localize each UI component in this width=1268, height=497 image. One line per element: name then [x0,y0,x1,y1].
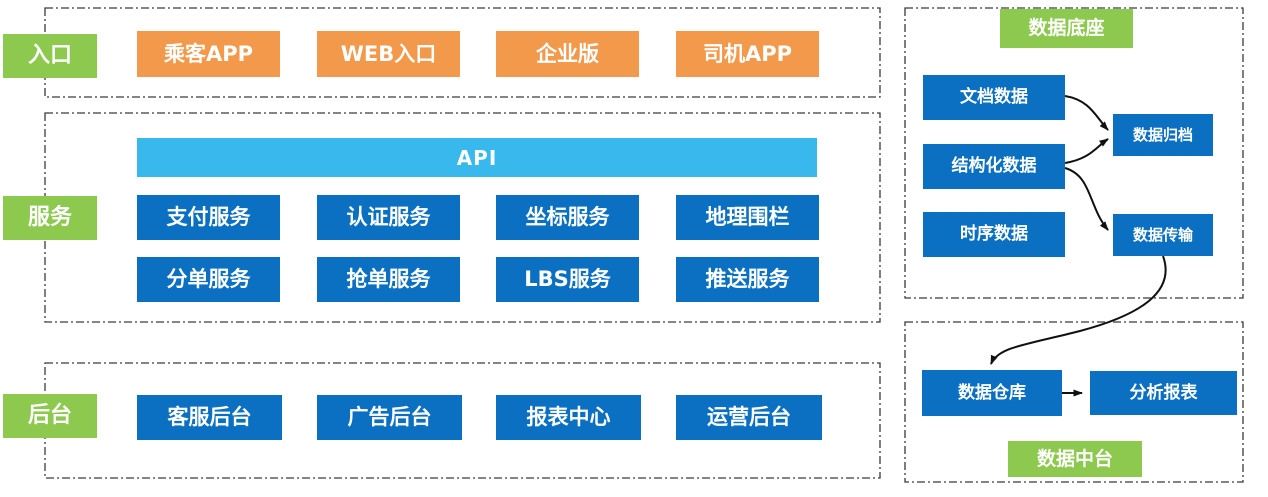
coordinate-service-box: 坐标服务 [496,195,639,240]
lbs-service-box: LBS服务 [496,257,639,302]
payment-service-box: 支付服务 [137,195,280,240]
service-section-border [44,112,881,323]
data-warehouse-box: 数据仓库 [922,370,1062,416]
push-service-box: 推送服务 [676,257,819,302]
data-archive-box: 数据归档 [1113,114,1213,156]
driver-app-box: 司机APP [676,31,819,77]
data-platform-label: 数据中台 [1008,441,1142,477]
arrow-structured-to-transfer [1064,167,1109,231]
document-data-box: 文档数据 [923,75,1065,120]
web-entry-box: WEB入口 [317,31,460,77]
data-transfer-box: 数据传输 [1113,214,1213,256]
operation-backend-box: 运营后台 [676,395,822,440]
passenger-app-box: 乘客APP [137,31,280,77]
timeseries-data-box: 时序数据 [923,212,1065,257]
entry-section-label: 入口 [3,34,97,78]
data-base-section-border [904,7,1244,299]
analysis-report-box: 分析报表 [1090,371,1237,415]
report-center-box: 报表中心 [496,395,641,440]
service-section-label: 服务 [3,196,97,240]
grab-order-service-box: 抢单服务 [317,257,460,302]
arrow-structured-to-archive [1064,138,1109,164]
dispatch-service-box: 分单服务 [137,257,280,302]
api-bar: API [137,138,817,177]
data-platform-section-border [904,321,1244,483]
structured-data-box: 结构化数据 [923,144,1065,189]
enterprise-box: 企业版 [496,31,639,77]
arrow-document-to-archive [1064,95,1109,131]
auth-service-box: 认证服务 [317,195,460,240]
data-base-label: 数据底座 [1000,9,1133,48]
backend-section-label: 后台 [3,394,97,438]
ad-backend-box: 广告后台 [317,395,462,440]
geofence-box: 地理围栏 [676,195,819,240]
arrow-transfer-to-warehouse [990,255,1167,365]
customer-service-backend-box: 客服后台 [137,395,282,440]
